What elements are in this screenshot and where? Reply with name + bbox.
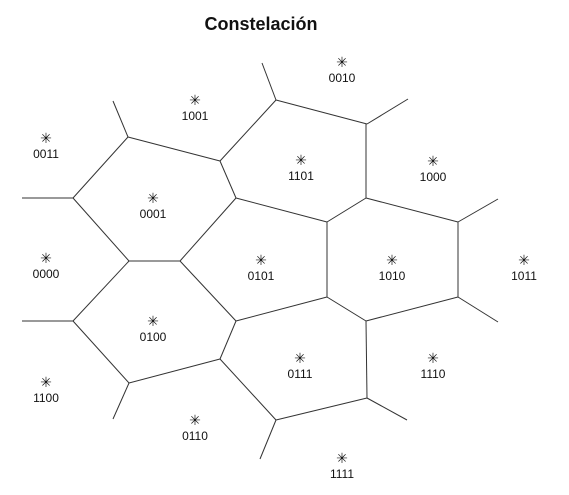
constellation-point: ✳0010: [329, 55, 356, 85]
voronoi-edge: [219, 358, 277, 421]
voronoi-edge: [366, 397, 408, 421]
asterisk-icon: ✳: [336, 55, 348, 71]
point-label: 1101: [288, 169, 314, 183]
voronoi-edge: [127, 136, 221, 162]
asterisk-icon: ✳: [427, 351, 439, 367]
page-title: Constelación: [204, 14, 318, 34]
voronoi-edge: [72, 320, 130, 384]
asterisk-icon: ✳: [147, 314, 159, 330]
constellation-point: ✳1011: [511, 253, 537, 283]
asterisk-icon: ✳: [386, 253, 398, 269]
constellation-point: ✳0110: [182, 413, 208, 443]
voronoi-edge: [235, 197, 328, 223]
constellation-point: ✳0000: [33, 251, 60, 281]
constellation-point: ✳0011: [33, 131, 59, 161]
voronoi-edge: [259, 419, 277, 460]
asterisk-icon: ✳: [40, 131, 52, 147]
point-label: 0100: [140, 330, 167, 344]
constellation-point: ✳1101: [288, 153, 314, 183]
constellation-point: ✳0111: [288, 351, 313, 381]
point-label: 0000: [33, 267, 60, 281]
voronoi-edge: [365, 296, 459, 322]
asterisk-icon: ✳: [294, 351, 306, 367]
voronoi-edge: [365, 197, 459, 223]
asterisk-icon: ✳: [295, 153, 307, 169]
voronoi-edge: [72, 260, 130, 322]
constellation-point: ✳1100: [33, 375, 59, 405]
asterisk-icon: ✳: [255, 253, 267, 269]
voronoi-edge: [366, 98, 409, 125]
voronoi-edge: [112, 382, 130, 420]
asterisk-icon: ✳: [518, 253, 530, 269]
constellation-point: ✳0001: [140, 191, 167, 221]
asterisk-icon: ✳: [189, 413, 201, 429]
voronoi-edge: [72, 197, 130, 262]
voronoi-edge: [179, 197, 237, 262]
point-label: 1111: [330, 467, 354, 481]
constellation-point: ✳1000: [420, 154, 447, 184]
constellation-points: ✳0010✳1001✳0011✳1101✳1000✳0001✳0000✳0101…: [33, 55, 538, 481]
voronoi-edge: [457, 296, 499, 323]
point-label: 0101: [248, 269, 275, 283]
constellation-point: ✳1110: [421, 351, 446, 381]
point-label: 1011: [511, 269, 537, 283]
voronoi-edges: [22, 62, 499, 460]
point-label: 0011: [33, 147, 59, 161]
point-label: 1001: [182, 109, 209, 123]
voronoi-edge: [326, 296, 367, 322]
constellation-point: ✳1111: [330, 451, 354, 481]
voronoi-edge: [326, 197, 367, 223]
point-label: 1010: [379, 269, 406, 283]
constellation-point: ✳0101: [248, 253, 275, 283]
voronoi-edge: [275, 397, 368, 421]
voronoi-edge: [235, 296, 328, 322]
asterisk-icon: ✳: [336, 451, 348, 467]
constellation-point: ✳0100: [140, 314, 167, 344]
constellation-point: ✳1010: [379, 253, 406, 283]
voronoi-edge: [457, 198, 499, 223]
voronoi-edge: [179, 260, 237, 322]
voronoi-edge: [219, 99, 277, 162]
point-label: 1100: [33, 391, 59, 405]
voronoi-edge: [219, 160, 237, 199]
asterisk-icon: ✳: [147, 191, 159, 207]
asterisk-icon: ✳: [427, 154, 439, 170]
asterisk-icon: ✳: [189, 93, 201, 109]
voronoi-edge: [261, 62, 277, 101]
point-label: 1000: [420, 170, 447, 184]
point-label: 0010: [329, 71, 356, 85]
point-label: 0111: [288, 367, 313, 381]
voronoi-edge: [275, 99, 368, 125]
voronoi-edge: [365, 320, 368, 399]
point-label: 0001: [140, 207, 167, 221]
voronoi-edge: [72, 136, 129, 199]
point-label: 0110: [182, 429, 208, 443]
asterisk-icon: ✳: [40, 375, 52, 391]
voronoi-edge: [112, 100, 129, 138]
asterisk-icon: ✳: [40, 251, 52, 267]
point-label: 1110: [421, 367, 446, 381]
voronoi-edge: [128, 358, 221, 384]
voronoi-edge: [219, 320, 237, 360]
constellation-point: ✳1001: [182, 93, 209, 123]
